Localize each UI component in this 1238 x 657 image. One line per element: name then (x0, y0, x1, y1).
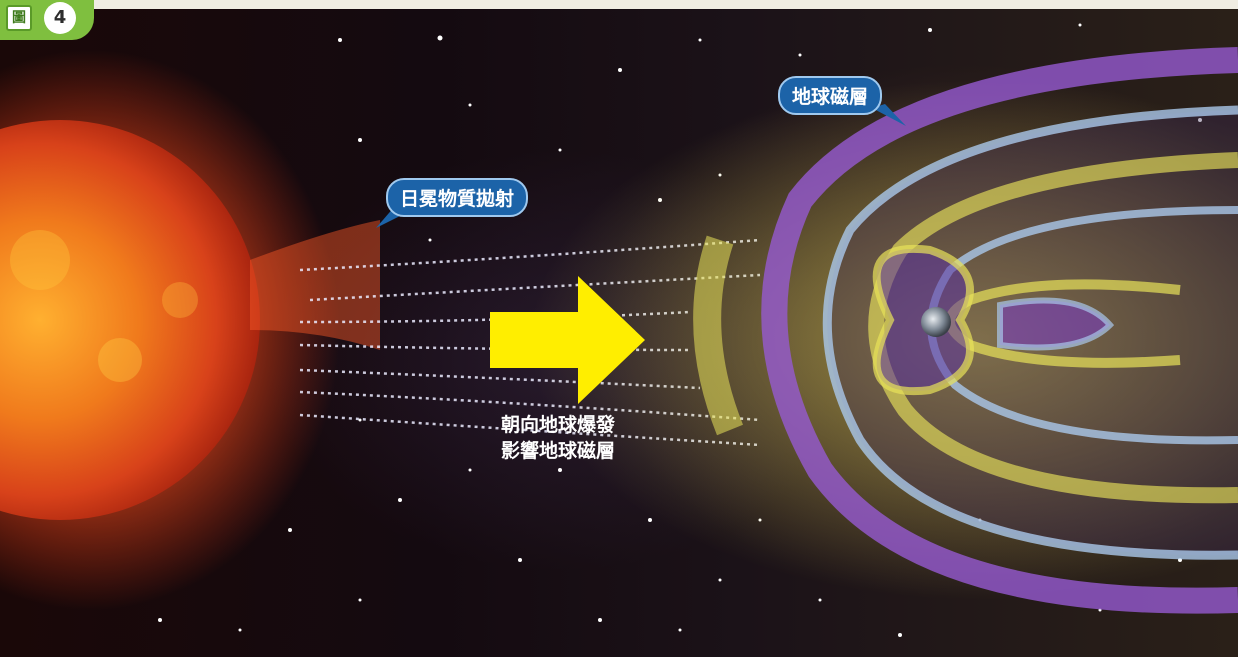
earth-icon (921, 307, 951, 337)
magnetosphere-callout: 地球磁層 (778, 76, 883, 115)
sun-icon (0, 50, 380, 610)
magnetosphere (530, 47, 1238, 614)
figure-number: 4 (44, 2, 76, 34)
caption-line-2: 影響地球磁層 (500, 440, 615, 462)
arrow-caption: 朝向地球爆發 影響地球磁層 (458, 412, 658, 464)
top-strip (0, 0, 1238, 9)
figure-badge: 圖 4 (0, 0, 94, 40)
magnetosphere-callout-tail (872, 104, 906, 126)
arrow-right-icon (490, 276, 645, 404)
caption-line-1: 朝向地球爆發 (500, 414, 615, 436)
figure-label: 圖 (6, 5, 32, 31)
cme-callout: 日冕物質拋射 (386, 178, 529, 217)
